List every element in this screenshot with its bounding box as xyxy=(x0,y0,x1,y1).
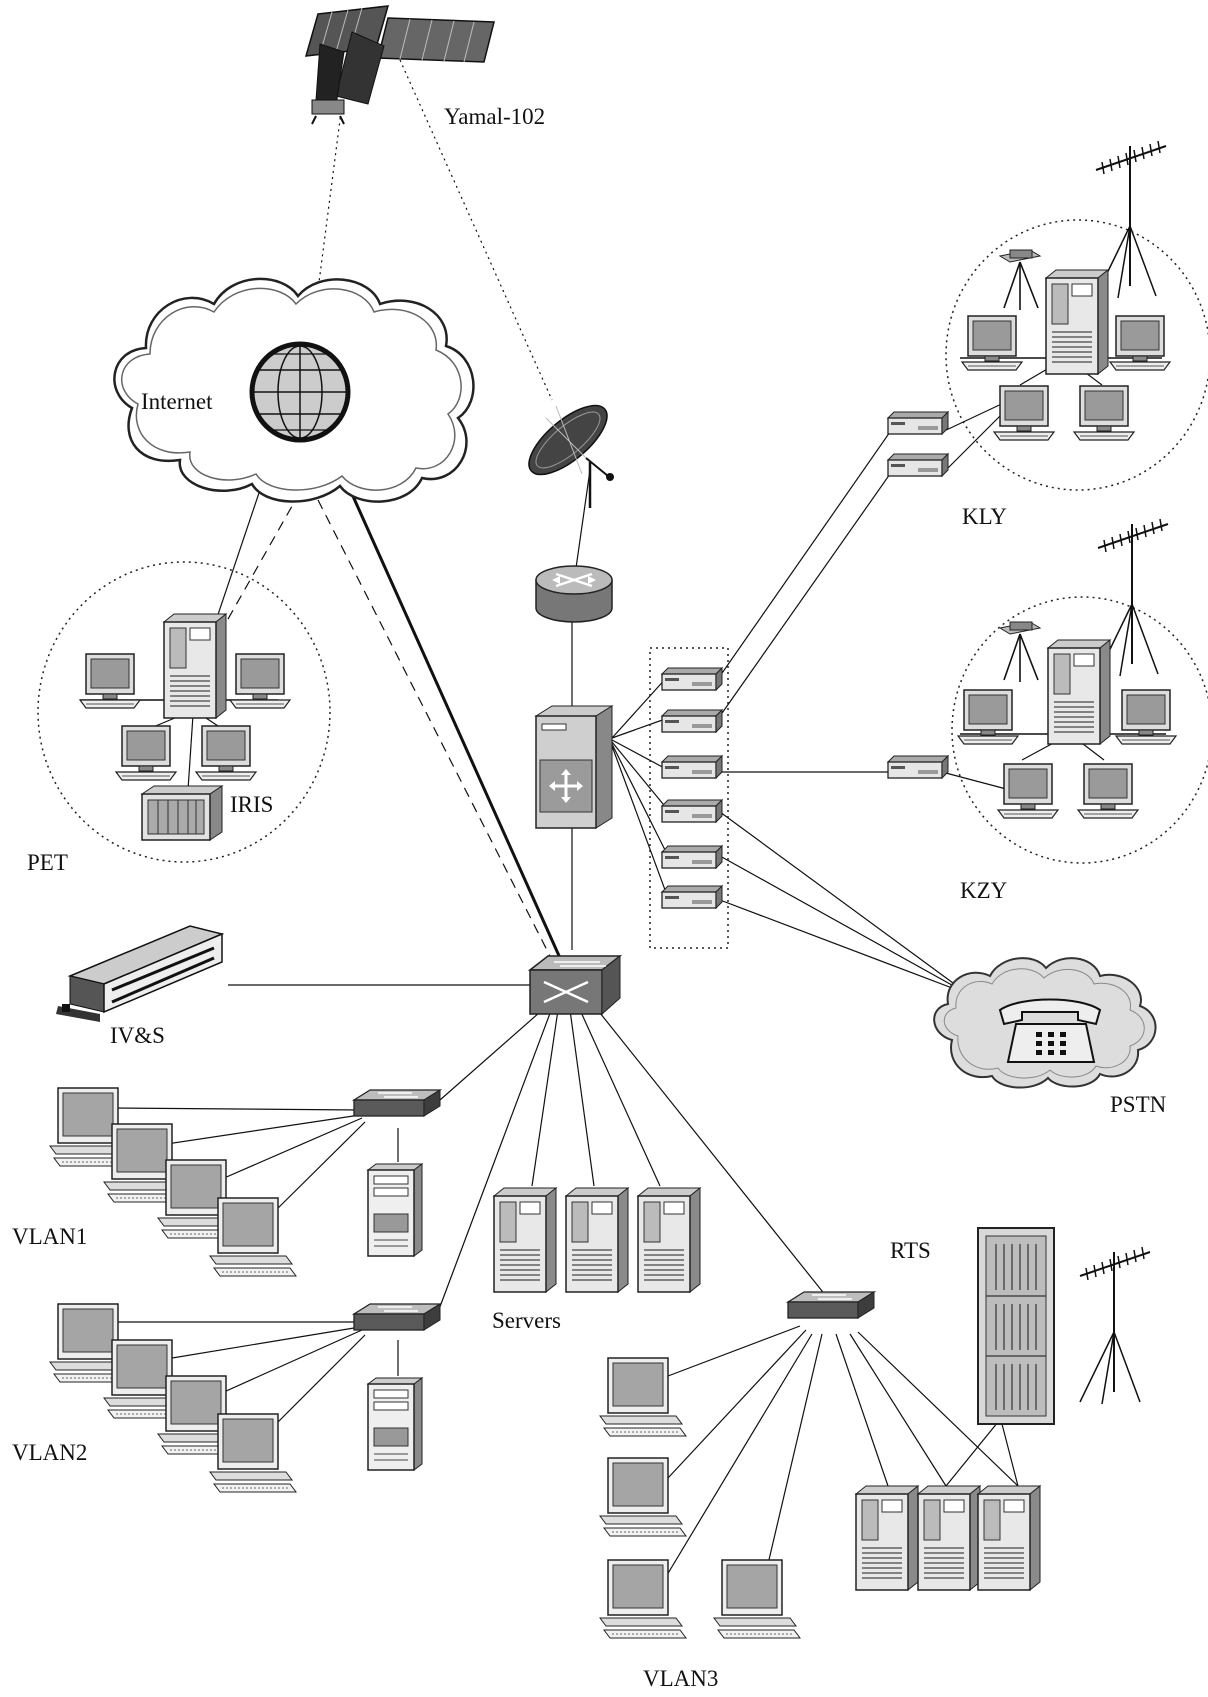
modem-icon xyxy=(661,885,723,909)
desktop-computer-icon xyxy=(997,763,1059,819)
workstation-icon xyxy=(713,1559,801,1639)
desktop-computer-icon xyxy=(957,689,1019,745)
vlan2-label: VLAN2 xyxy=(12,1440,87,1465)
server-icon xyxy=(163,613,227,719)
servers-label: Servers xyxy=(492,1308,561,1333)
modem-icon xyxy=(661,755,723,779)
modem-icon xyxy=(661,667,723,691)
internet-label: Internet xyxy=(141,389,213,414)
desktop-computer-icon xyxy=(229,653,291,709)
switch-icon xyxy=(353,1089,441,1117)
modem-pool-boundary xyxy=(649,647,729,949)
modem-icon xyxy=(661,709,723,733)
satellite-label: Yamal-102 xyxy=(444,104,545,129)
modem-icon xyxy=(661,799,723,823)
server-icon xyxy=(977,1485,1041,1591)
server-icon xyxy=(1047,639,1111,745)
desktop-computer-icon xyxy=(195,725,257,781)
modem-icon xyxy=(887,411,949,435)
modem-pool xyxy=(661,667,723,909)
desktop-computer-icon xyxy=(1109,315,1171,371)
workstation-icon xyxy=(599,1559,687,1639)
ivs-label: IV&S xyxy=(110,1023,165,1048)
iris-unit-icon xyxy=(140,785,224,841)
antenna-mast-icon xyxy=(1079,1246,1151,1405)
vlan3-label: VLAN3 xyxy=(643,1666,718,1691)
workstation-icon xyxy=(599,1457,687,1537)
equipment-rack-icon xyxy=(977,1227,1055,1425)
satellite-terminal-icon xyxy=(999,249,1041,311)
server-icon xyxy=(565,1187,629,1293)
vlan2-group xyxy=(49,1303,441,1493)
modem-icon xyxy=(661,845,723,869)
pet-site-boundary xyxy=(37,561,331,863)
vlan1-group xyxy=(49,1087,441,1277)
desktop-computer-icon xyxy=(1073,385,1135,441)
building-icon xyxy=(56,925,225,1022)
iris-label: IRIS xyxy=(230,792,273,817)
pet-site xyxy=(79,613,291,841)
core-router-icon xyxy=(534,705,614,829)
server-icon xyxy=(917,1485,981,1591)
server-icon xyxy=(1045,269,1109,375)
kzy-label: KZY xyxy=(960,878,1008,903)
desktop-computer-icon xyxy=(79,653,141,709)
rts-label: RTS xyxy=(890,1238,931,1263)
workstation-icon xyxy=(599,1357,687,1437)
desktop-computer-icon xyxy=(961,315,1023,371)
core-switch-icon xyxy=(527,954,623,1016)
globe-icon xyxy=(249,341,351,443)
kzy-site-boundary xyxy=(951,596,1208,864)
desktop-computer-icon xyxy=(115,725,177,781)
workstation-icon xyxy=(209,1197,297,1277)
vlan1-label: VLAN1 xyxy=(12,1224,87,1249)
pet-label: PET xyxy=(27,850,68,875)
satellite-icon xyxy=(304,5,495,125)
modem-icon xyxy=(887,755,949,779)
vlan3-group xyxy=(599,1291,875,1639)
internet-cloud-icon xyxy=(113,277,475,503)
satellite-dish-icon xyxy=(528,404,614,508)
kly-site xyxy=(887,140,1171,477)
switch-icon xyxy=(353,1303,441,1331)
pstn-label: PSTN xyxy=(1110,1092,1167,1117)
site-boundaries xyxy=(37,219,1208,949)
kzy-site xyxy=(887,518,1177,819)
rts-group xyxy=(855,1227,1151,1591)
server-icon xyxy=(855,1485,919,1591)
workstation-icon xyxy=(209,1413,297,1493)
telephone-icon xyxy=(998,998,1102,1063)
server-icon xyxy=(637,1187,701,1293)
desktop-computer-icon xyxy=(1115,689,1177,745)
pstn-cloud-icon xyxy=(933,957,1157,1089)
server-icon xyxy=(367,1377,423,1471)
desktop-computer-icon xyxy=(1077,763,1139,819)
router-icon xyxy=(535,565,613,623)
server-icon xyxy=(493,1187,557,1293)
servers-group xyxy=(493,1187,701,1293)
desktop-computer-icon xyxy=(993,385,1055,441)
satellite-terminal-icon xyxy=(999,621,1041,683)
server-icon xyxy=(367,1163,423,1257)
modem-icon xyxy=(887,453,949,477)
switch-icon xyxy=(787,1291,875,1319)
kly-label: KLY xyxy=(962,504,1007,529)
